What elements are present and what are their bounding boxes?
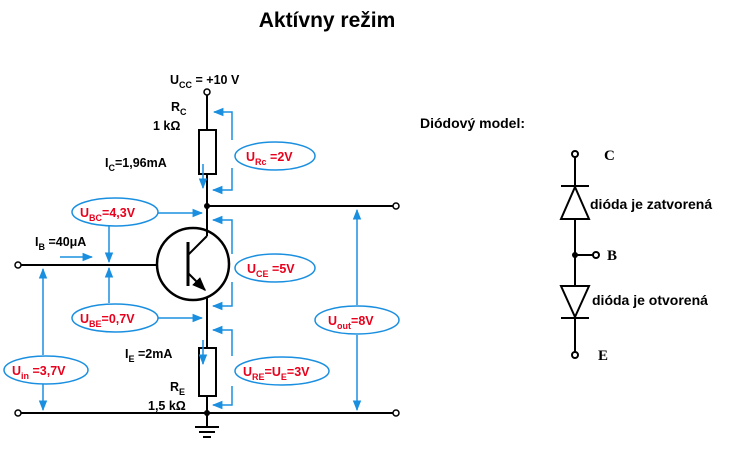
node-b-junction: [572, 252, 578, 258]
node-b-label: B: [607, 248, 617, 264]
node-c-label: C: [604, 148, 615, 164]
ellipse-uout: Uout=8V: [314, 305, 400, 335]
page-title: Aktívny režim: [259, 9, 396, 32]
ib-label: IB =40μA: [35, 235, 86, 252]
rc-name-label: RC: [171, 100, 187, 117]
diode-model-title: Diódový model:: [420, 115, 525, 131]
ground-icon: [195, 426, 219, 438]
svg-text:Uout=8V: Uout=8V: [328, 314, 374, 331]
ellipse-ube: UBE=0,7V: [71, 303, 159, 333]
measurement-arrows: [38, 107, 362, 412]
node-e-label: E: [598, 348, 608, 364]
ic-label: IC=1,96mA: [105, 156, 167, 173]
svg-text:UCE =5V: UCE =5V: [247, 262, 295, 279]
ellipse-uce: UCE =5V: [234, 253, 316, 283]
junction-dots: [204, 203, 210, 416]
ellipse-ubc: UBC=4,3V: [71, 197, 159, 227]
rc-value-label: 1 kΩ: [153, 119, 180, 133]
svg-text:UBE=0,7V: UBE=0,7V: [80, 312, 135, 329]
svg-text:URE=UE=3V: URE=UE=3V: [243, 365, 310, 382]
svg-text:UBC=4,3V: UBC=4,3V: [80, 206, 136, 223]
ellipse-uin: Uin =3,7V: [3, 355, 89, 385]
re-name-label: RE: [170, 380, 185, 397]
vcc-label: UCC = +10 V: [170, 73, 240, 90]
ie-label: IE =2mA: [125, 347, 172, 364]
diode-open-label: dióda je otvorená: [592, 292, 708, 308]
re-value-label: 1,5 kΩ: [148, 399, 186, 413]
diode-closed-icon: [559, 184, 591, 220]
diode-closed-label: dióda je zatvorená: [590, 196, 712, 212]
ellipse-ure: URE=UE=3V: [234, 356, 330, 386]
svg-text:URc =2V: URc =2V: [246, 150, 293, 167]
diode-open-icon: [559, 285, 591, 320]
svg-text:Uin =3,7V: Uin =3,7V: [12, 364, 66, 381]
ellipse-urc: URc =2V: [234, 141, 316, 171]
npn-transistor-icon: [155, 215, 231, 302]
